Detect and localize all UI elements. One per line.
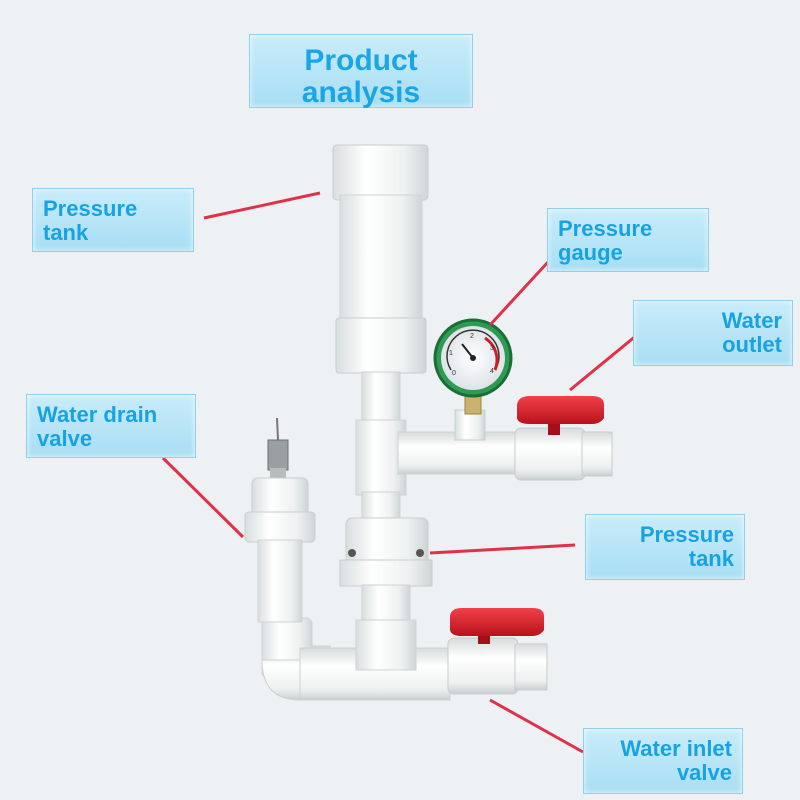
gauge-tick-1: 1 <box>449 350 453 357</box>
outlet-branch <box>397 409 613 481</box>
inlet-pipe <box>261 617 548 701</box>
label-water-inlet-valve: Water inlet valve <box>583 728 743 794</box>
gauge-tick-3: 3 <box>490 345 494 352</box>
pressure-tank-union <box>339 517 433 626</box>
leader-pressure-tank-top <box>203 191 321 220</box>
outlet-valve-handle <box>517 396 604 435</box>
leader-water-drain-valve <box>161 456 245 539</box>
label-water-drain-valve: Water drain valve <box>26 394 196 458</box>
main-vertical-pipe <box>355 371 407 523</box>
drain-valve <box>244 417 316 623</box>
label-pressure-tank-mid: Pressure tank <box>585 514 745 580</box>
label-pressure-gauge: Pressure gauge <box>547 208 709 272</box>
leader-water-inlet-valve <box>489 698 584 754</box>
pressure-tank-top <box>332 144 429 374</box>
inlet-valve-handle <box>450 608 544 644</box>
pressure-gauge: 0 1 2 3 4 <box>433 318 513 415</box>
gauge-tick-4: 4 <box>490 368 494 375</box>
label-water-outlet: Water outlet <box>633 300 793 366</box>
leader-pressure-tank-mid <box>429 543 576 555</box>
label-pressure-tank-top: Pressure tank <box>32 188 194 252</box>
gauge-tick-0: 0 <box>452 370 456 377</box>
leader-water-outlet <box>569 333 638 392</box>
leader-pressure-gauge <box>488 260 550 327</box>
leader-lines <box>161 191 638 754</box>
gauge-tick-2: 2 <box>470 333 474 340</box>
page-title: Product analysis <box>249 34 473 109</box>
